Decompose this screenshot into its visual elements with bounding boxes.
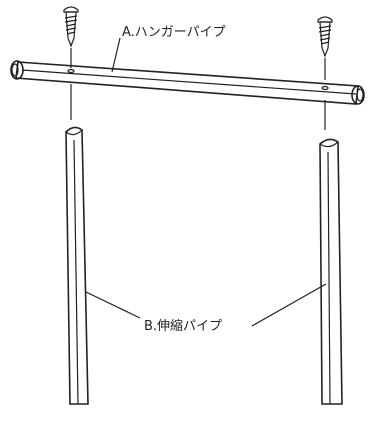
telescopic-pipe-label: B.伸縮パイプ — [144, 318, 222, 334]
screw-right-icon — [317, 16, 333, 58]
hanger-pipe-label: A.ハンガーパイプ — [122, 25, 226, 40]
telescopic-pipe-right — [319, 138, 343, 405]
screw-left-icon — [63, 6, 79, 48]
telescopic-pipe-left — [65, 126, 89, 405]
hanger-pipe-leader — [111, 37, 121, 73]
telescopic-pipe-leader-left — [85, 291, 141, 319]
hanger-pipe — [10, 60, 365, 105]
telescopic-pipe-leader-right — [251, 283, 327, 327]
